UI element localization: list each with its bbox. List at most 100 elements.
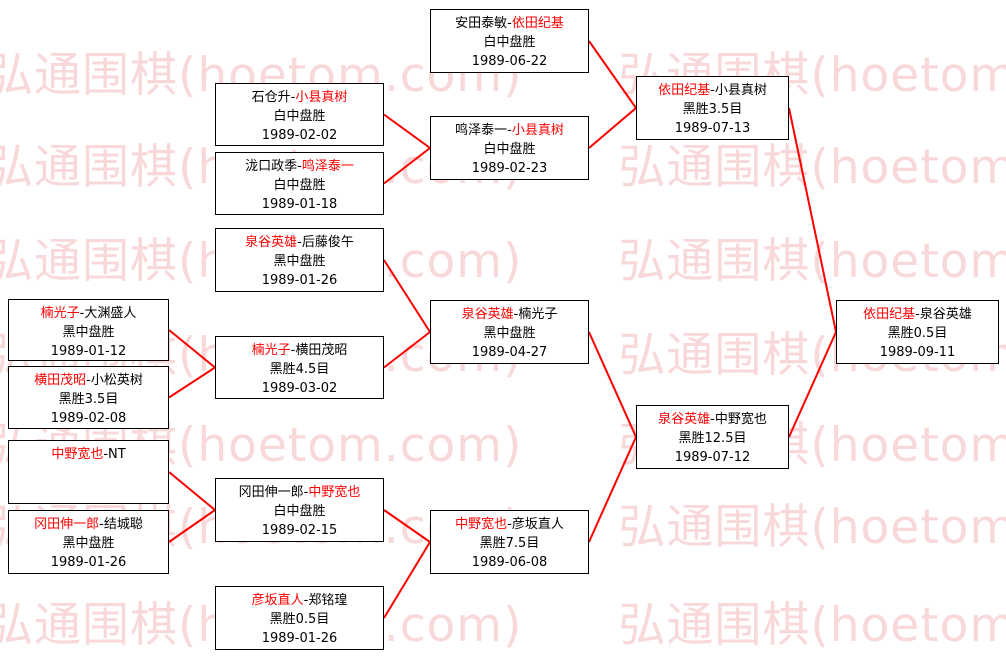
match-a3: 中野宽也-NT <box>8 440 169 504</box>
player-name: -NT <box>103 447 126 462</box>
match-date: 1989-02-02 <box>261 128 338 143</box>
player-name: 依田纪基 <box>863 307 916 322</box>
match-date: 1989-01-26 <box>261 273 338 288</box>
match-date: 1989-04-27 <box>471 345 548 360</box>
player-name: -大渊盛人 <box>79 306 137 321</box>
match-b3: 泉谷英雄-后藤俊午 黑中盘胜 1989-01-26 <box>215 228 384 292</box>
match-players: 依田纪基-泉谷英雄 <box>837 305 998 324</box>
player-name: -小松英树 <box>86 373 143 388</box>
player-name: -楠光子 <box>513 307 558 322</box>
match-e1-final: 依田纪基-泉谷英雄 黑胜0.5目 1989-09-11 <box>836 300 999 364</box>
match-players: 依田纪基-小县真树 <box>637 81 788 100</box>
match-players: 泉谷英雄-后藤俊午 <box>216 233 383 252</box>
match-result: 白中盘胜 <box>483 35 536 50</box>
match-result: 白中盘胜 <box>483 142 536 157</box>
match-result: 黑中盘胜 <box>62 325 115 340</box>
player-name: 泉谷英雄 <box>461 307 514 322</box>
match-players: 石仓升-小县真树 <box>216 88 383 107</box>
player-name: 中野宽也 <box>455 517 508 532</box>
match-players: 泉谷英雄-中野宽也 <box>637 410 788 429</box>
player-name: 冈田伸一郎- <box>238 485 309 500</box>
match-d1: 依田纪基-小县真树 黑胜3.5目 1989-07-13 <box>636 76 789 140</box>
match-result: 白中盘胜 <box>273 504 326 519</box>
match-b1: 石仓升-小县真树 白中盘胜 1989-02-02 <box>215 83 384 146</box>
player-name: 楠光子 <box>40 306 80 321</box>
player-name: 泉谷英雄 <box>245 235 298 250</box>
match-a1: 楠光子-大渊盛人 黑中盘胜 1989-01-12 <box>8 299 169 361</box>
match-b2: 泷口政季-鸣泽泰一 白中盘胜 1989-01-18 <box>215 152 384 215</box>
match-a4: 冈田伸一郎-结城聪 黑中盘胜 1989-01-26 <box>8 510 169 574</box>
match-result: 白中盘胜 <box>273 178 326 193</box>
match-c3: 泉谷英雄-楠光子 黑中盘胜 1989-04-27 <box>430 300 589 364</box>
match-players: 中野宽也-NT <box>9 445 168 464</box>
match-players: 鸣泽泰一-小县真树 <box>431 121 588 140</box>
match-players: 冈田伸一郎-中野宽也 <box>216 483 383 502</box>
match-date: 1989-02-08 <box>50 411 127 426</box>
match-c1: 安田泰敏-依田纪基 白中盘胜 1989-06-22 <box>430 9 589 73</box>
match-players: 楠光子-横田茂昭 <box>216 341 383 360</box>
match-players: 泉谷英雄-楠光子 <box>431 305 588 324</box>
player-name: 依田纪基 <box>658 83 711 98</box>
match-b4: 楠光子-横田茂昭 黑胜4.5目 1989-03-02 <box>215 336 384 399</box>
match-players: 安田泰敏-依田纪基 <box>431 14 588 33</box>
match-result: 黑中盘胜 <box>273 254 326 269</box>
match-players: 中野宽也-彦坂直人 <box>431 515 588 534</box>
player-name: -彦坂直人 <box>507 517 564 532</box>
match-result: 黑胜0.5目 <box>269 612 330 627</box>
player-name: 依田纪基 <box>511 16 564 31</box>
player-name: 横田茂昭 <box>34 373 87 388</box>
match-date: 1989-02-15 <box>261 523 338 538</box>
player-name: -小县真树 <box>710 83 767 98</box>
player-name: -后藤俊午 <box>297 235 354 250</box>
watermark-text: 弘通围棋(hoetom.com) 弘通围棋(hoetom.com) 弘通围棋(h… <box>0 234 1006 289</box>
match-result: 黑胜7.5目 <box>479 536 540 551</box>
match-date: 1989-03-02 <box>261 381 338 396</box>
match-result: 黑中盘胜 <box>62 536 115 551</box>
player-name: 泉谷英雄 <box>658 412 711 427</box>
player-name: 小县真树 <box>295 90 348 105</box>
player-name: 小县真树 <box>511 123 564 138</box>
match-date: 1989-01-26 <box>50 555 127 570</box>
player-name: 楠光子 <box>251 343 291 358</box>
player-name: 中野宽也 <box>308 485 361 500</box>
match-date: 1989-01-18 <box>261 197 338 212</box>
player-name: 石仓升- <box>251 90 296 105</box>
match-result: 黑胜0.5目 <box>887 326 948 341</box>
player-name: -中野宽也 <box>710 412 767 427</box>
match-result: 黑胜4.5目 <box>269 362 330 377</box>
match-date: 1989-06-22 <box>471 54 548 69</box>
player-name: -泉谷英雄 <box>915 307 972 322</box>
match-result: 黑胜3.5目 <box>682 102 743 117</box>
player-name: -结城聪 <box>99 517 143 532</box>
match-b5: 冈田伸一郎-中野宽也 白中盘胜 1989-02-15 <box>215 478 384 542</box>
match-date: 1989-01-12 <box>50 344 127 359</box>
match-date: 1989-06-08 <box>471 555 548 570</box>
match-players: 楠光子-大渊盛人 <box>9 304 168 323</box>
match-date: 1989-01-26 <box>261 631 338 646</box>
match-a2: 横田茂昭-小松英树 黑胜3.5目 1989-02-08 <box>8 366 169 429</box>
match-result: 黑中盘胜 <box>483 326 536 341</box>
player-name: 泷口政季- <box>245 159 302 174</box>
player-name: 中野宽也 <box>51 447 104 462</box>
player-name: -郑铭瑝 <box>303 593 348 608</box>
player-name: 彦坂直人 <box>251 593 304 608</box>
player-name: 鸣泽泰一 <box>301 159 354 174</box>
match-c2: 鸣泽泰一-小县真树 白中盘胜 1989-02-23 <box>430 116 589 180</box>
match-date: 1989-02-23 <box>471 161 548 176</box>
player-name: 安田泰敏- <box>455 16 512 31</box>
match-players: 横田茂昭-小松英树 <box>9 371 168 390</box>
player-name: -横田茂昭 <box>290 343 348 358</box>
match-d2: 泉谷英雄-中野宽也 黑胜12.5目 1989-07-12 <box>636 405 789 469</box>
player-name: 鸣泽泰一- <box>455 123 512 138</box>
match-date: 1989-09-11 <box>879 345 956 360</box>
match-players: 冈田伸一郎-结城聪 <box>9 515 168 534</box>
match-result: 黑胜12.5目 <box>678 431 747 446</box>
match-b6: 彦坂直人-郑铭瑝 黑胜0.5目 1989-01-26 <box>215 586 384 650</box>
match-date: 1989-07-12 <box>674 450 751 465</box>
match-result: 白中盘胜 <box>273 109 326 124</box>
match-result: 黑胜3.5目 <box>58 392 119 407</box>
match-date: 1989-07-13 <box>674 121 751 136</box>
match-c4: 中野宽也-彦坂直人 黑胜7.5目 1989-06-08 <box>430 510 589 574</box>
player-name: 冈田伸一郎 <box>34 517 100 532</box>
